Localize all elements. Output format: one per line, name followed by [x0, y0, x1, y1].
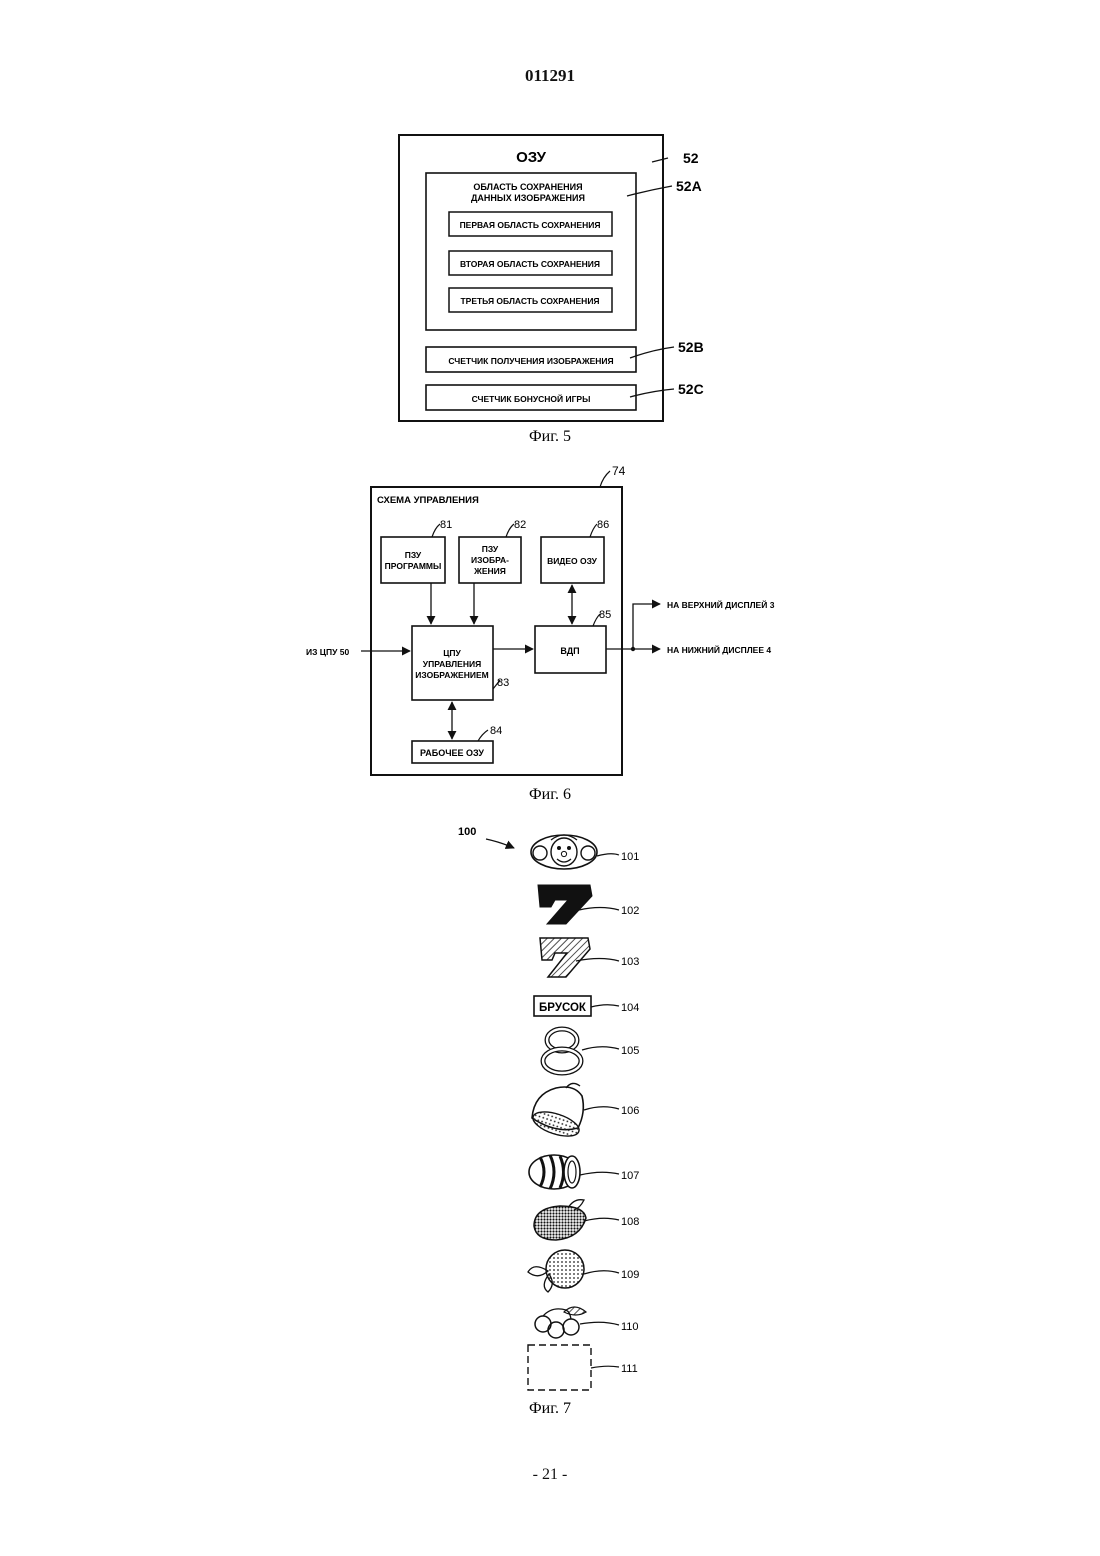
- clown-face-icon: [531, 835, 597, 869]
- program-rom-line2: ПРОГРАММЫ: [385, 561, 442, 571]
- fig7-symbols: 100 101 102 103: [458, 826, 639, 1417]
- program-rom-ref: 81: [440, 519, 452, 531]
- symbol-ref-109: 109: [621, 1269, 639, 1281]
- ram-title: ОЗУ: [516, 149, 546, 166]
- output-lower-label: НА НИЖНИЙ ДИСПЛЕЕ 4: [667, 644, 771, 655]
- storage-area-ref: 52A: [676, 178, 702, 194]
- output-upper-label: НА ВЕРХНИЙ ДИСПЛЕЙ 3: [667, 599, 775, 610]
- image-rom-line1: ПЗУ: [482, 544, 499, 554]
- image-cpu-line1: ЦПУ: [443, 648, 461, 658]
- fig5-caption: Фиг. 5: [529, 428, 571, 445]
- page-number: - 21 -: [0, 1466, 1100, 1484]
- vdp-label: ВДП: [560, 646, 579, 656]
- work-ram-label: РАБОЧЕЕ ОЗУ: [420, 748, 484, 758]
- input-label: ИЗ ЦПУ 50: [306, 647, 349, 657]
- fig5-ram-diagram: ОЗУ 52 ОБЛАСТЬ СОХРАНЕНИЯ ДАННЫХ ИЗОБРАЖ…: [399, 135, 704, 445]
- control-circuit-ref: 74: [612, 464, 626, 478]
- symbol-ref-108: 108: [621, 1216, 639, 1228]
- image-rom-ref: 82: [514, 519, 526, 531]
- hatched-seven-icon: [540, 938, 590, 977]
- black-seven-icon: [538, 885, 592, 924]
- output-upper-arrow: [633, 604, 660, 649]
- video-ram-label: ВИДЕО ОЗУ: [547, 556, 598, 566]
- symbols-group-ref: 100: [458, 826, 476, 838]
- eight-icon: [543, 1029, 581, 1073]
- second-storage-label: ВТОРАЯ ОБЛАСТЬ СОХРАНЕНИЯ: [460, 259, 600, 269]
- image-rom-line3: ЖЕНИЯ: [473, 566, 506, 576]
- symbol-ref-105: 105: [621, 1045, 639, 1057]
- video-ram-ref: 86: [597, 519, 609, 531]
- image-cpu-line2: УПРАВЛЕНИЯ: [423, 659, 481, 669]
- vdp-ref: 85: [599, 609, 611, 621]
- program-rom-block: [381, 537, 445, 583]
- cherries-icon: [535, 1307, 586, 1338]
- watermelon-icon: [529, 1155, 580, 1189]
- storage-area-title-2: ДАННЫХ ИЗОБРАЖЕНИЯ: [471, 193, 585, 203]
- first-storage-label: ПЕРВАЯ ОБЛАСТЬ СОХРАНЕНИЯ: [460, 220, 601, 230]
- symbol-ref-104: 104: [621, 1002, 639, 1014]
- symbol-ref-111: 111: [621, 1363, 638, 1375]
- image-counter-ref: 52B: [678, 339, 704, 355]
- control-circuit-title: СХЕМА УПРАВЛЕНИЯ: [377, 495, 479, 506]
- fig6-caption: Фиг. 6: [529, 786, 571, 803]
- strawberry-icon: [534, 1200, 586, 1240]
- ram-block: [399, 135, 663, 421]
- bar-icon-text: БРУСОК: [539, 1002, 587, 1014]
- image-cpu-line3: ИЗОБРАЖЕНИЕМ: [415, 670, 488, 680]
- blank-icon: [528, 1345, 591, 1390]
- image-rom-line2: ИЗОБРА-: [471, 555, 509, 565]
- symbol-ref-101: 101: [621, 851, 639, 863]
- image-cpu-ref: 83: [497, 677, 509, 689]
- symbol-ref-110: 110: [621, 1321, 639, 1333]
- bonus-counter-label: СЧЕТЧИК БОНУСНОЙ ИГРЫ: [472, 393, 591, 404]
- orange-icon: [528, 1250, 584, 1292]
- symbol-ref-106: 106: [621, 1105, 639, 1117]
- work-ram-ref: 84: [490, 725, 502, 737]
- bell-icon: [530, 1083, 583, 1140]
- bonus-counter-ref: 52C: [678, 381, 704, 397]
- symbol-ref-107: 107: [621, 1170, 639, 1182]
- symbol-ref-103: 103: [621, 956, 639, 968]
- storage-area-title-1: ОБЛАСТЬ СОХРАНЕНИЯ: [473, 182, 582, 192]
- third-storage-label: ТРЕТЬЯ ОБЛАСТЬ СОХРАНЕНИЯ: [460, 296, 599, 306]
- program-rom-line1: ПЗУ: [405, 550, 422, 560]
- fig7-caption: Фиг. 7: [529, 1400, 571, 1417]
- ram-ref: 52: [683, 150, 699, 166]
- symbol-ref-102: 102: [621, 905, 639, 917]
- image-counter-label: СЧЕТЧИК ПОЛУЧЕНИЯ ИЗОБРАЖЕНИЯ: [448, 356, 613, 366]
- fig6-control-circuit: СХЕМА УПРАВЛЕНИЯ 74 ПЗУ ПРОГРАММЫ 81 ПЗУ…: [306, 464, 775, 803]
